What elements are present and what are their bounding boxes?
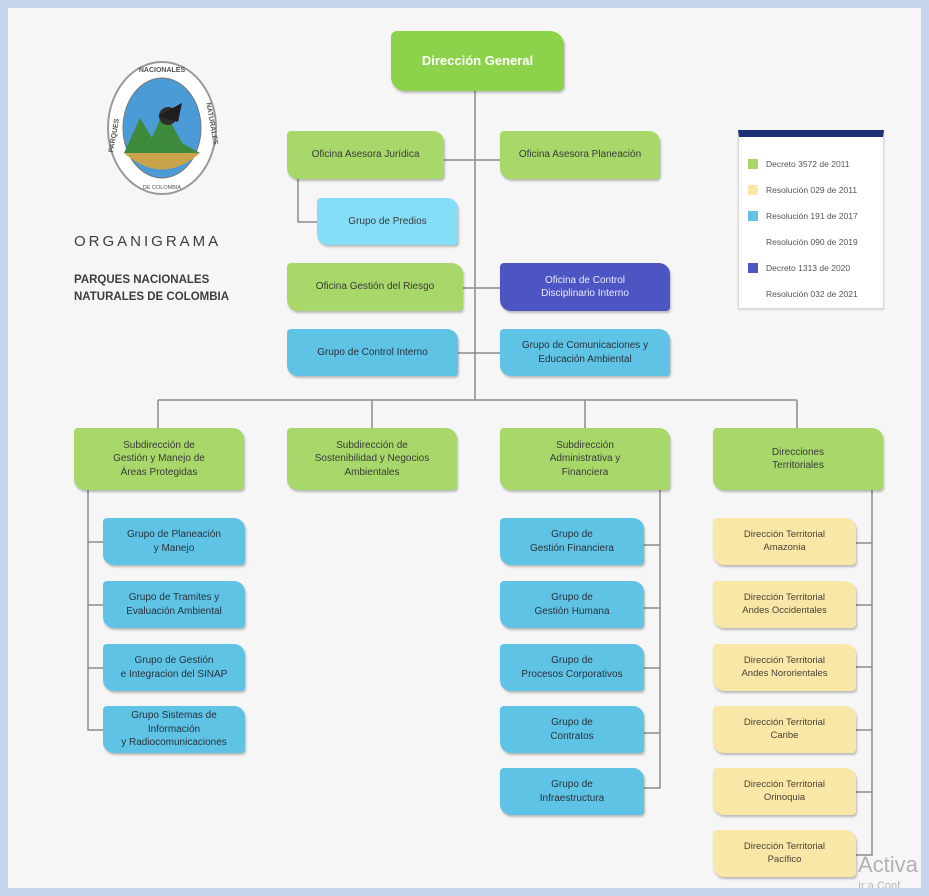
- territorial-amazonia-box: Dirección Territorial Amazonia: [713, 518, 856, 565]
- grupo-gestion-financiera-box: Grupo de Gestión Financiera: [500, 518, 644, 565]
- grupo-tramites-box: Grupo de Tramites y Evaluación Ambiental: [103, 581, 245, 628]
- legend-label: Resolución 029 de 2011: [766, 185, 858, 195]
- logo-text-bottom: DE COLOMBIA: [143, 185, 182, 191]
- legend: Decreto 3572 de 2011 Resolución 029 de 2…: [738, 130, 884, 309]
- territorial-pacifico-box: Dirección Territorial Pacífico: [713, 830, 856, 877]
- territorial-caribe-box: Dirección Territorial Caribe: [713, 706, 856, 753]
- connector-territoriales: [856, 490, 873, 856]
- territorial-andes-occidentales-box: Dirección Territorial Andes Occidentales: [713, 581, 856, 628]
- grupo-planeacion-manejo-box: Grupo de Planeación y Manejo: [103, 518, 245, 565]
- grupo-procesos-corporativos-box: Grupo de Procesos Corporativos: [500, 644, 644, 691]
- logo-mountains: [124, 110, 200, 153]
- direccion-general-box: Dirección General: [391, 31, 564, 91]
- legend-item-resolucion-191: Resolución 191 de 2017: [748, 209, 858, 223]
- legend-item-resolucion-032: Resolución 032 de 2021: [748, 287, 858, 301]
- legend-swatch: [748, 159, 758, 169]
- connector-grupos-administrativa: [644, 490, 661, 789]
- subdireccion-sostenibilidad-box: Subdirección de Sostenibilidad y Negocio…: [287, 428, 457, 490]
- legend-item-decreto-1313: Decreto 1313 de 2020: [748, 261, 850, 275]
- legend-item-resolucion-090: Resolución 090 de 2019: [748, 235, 858, 249]
- grupo-contratos-box: Grupo de Contratos: [500, 706, 644, 753]
- territorial-andes-nororientales-box: Dirección Territorial Andes Nororientale…: [713, 644, 856, 691]
- grupo-comunicaciones-box: Grupo de Comunicaciones y Educación Ambi…: [500, 329, 670, 376]
- legend-swatch-empty: [748, 237, 758, 247]
- grupo-sistemas-info-box: Grupo Sistemas de Información y Radiocom…: [103, 706, 245, 753]
- grupo-predios-box: Grupo de Predios: [317, 198, 458, 245]
- logo-text-top: NACIONALES: [139, 67, 186, 74]
- legend-label: Decreto 3572 de 2011: [766, 159, 850, 169]
- connector-grupos-gestion: [87, 490, 103, 731]
- oficina-control-disciplinario-box: Oficina de Control Disciplinario Interno: [500, 263, 670, 311]
- grupo-sinap-box: Grupo de Gestión e Integracion del SINAP: [103, 644, 245, 691]
- direcciones-territoriales-box: Direcciones Territoriales: [713, 428, 883, 490]
- legend-swatch: [748, 185, 758, 195]
- grupo-gestion-humana-box: Grupo de Gestión Humana: [500, 581, 644, 628]
- legend-label: Resolución 191 de 2017: [766, 211, 858, 221]
- grupo-infraestructura-box: Grupo de Infraestructura: [500, 768, 644, 815]
- territorial-orinoquia-box: Dirección Territorial Orinoquia: [713, 768, 856, 815]
- legend-item-resolucion-029: Resolución 029 de 2011: [748, 183, 857, 197]
- oficina-juridica-box: Oficina Asesora Jurídica: [287, 131, 444, 179]
- legend-item-decreto-3572: Decreto 3572 de 2011: [748, 157, 850, 171]
- legend-swatch-empty: [748, 289, 758, 299]
- legend-swatch: [748, 211, 758, 221]
- logo-condor-wing: [158, 103, 182, 122]
- organigrama-title: ORGANIGRAMA: [74, 233, 222, 250]
- grupo-control-interno-box: Grupo de Control Interno: [287, 329, 458, 376]
- logo-ground: [124, 153, 200, 170]
- subdireccion-administrativa-box: Subdirección Administrativa y Financiera: [500, 428, 670, 490]
- legend-label: Decreto 1313 de 2020: [766, 263, 851, 273]
- park-logo: NACIONALES PARQUES NATURALES DE COLOMBIA: [107, 61, 219, 195]
- entity-name: PARQUES NACIONALES NATURALES DE COLOMBIA: [74, 274, 230, 303]
- oficina-riesgo-box: Oficina Gestión del Riesgo: [287, 263, 463, 311]
- legend-label: Resolución 032 de 2021: [766, 289, 858, 299]
- subdireccion-gestion-box: Subdirección de Gestión y Manejo de Área…: [74, 428, 244, 490]
- windows-activation-watermark: Activa: [858, 852, 918, 877]
- windows-activation-watermark-sub: Ir a Conf: [858, 880, 901, 892]
- oficina-planeacion-box: Oficina Asesora Planeación: [500, 131, 660, 179]
- legend-label: Resolución 090 de 2019: [766, 237, 858, 247]
- legend-swatch: [748, 263, 758, 273]
- connector-predios: [297, 178, 317, 223]
